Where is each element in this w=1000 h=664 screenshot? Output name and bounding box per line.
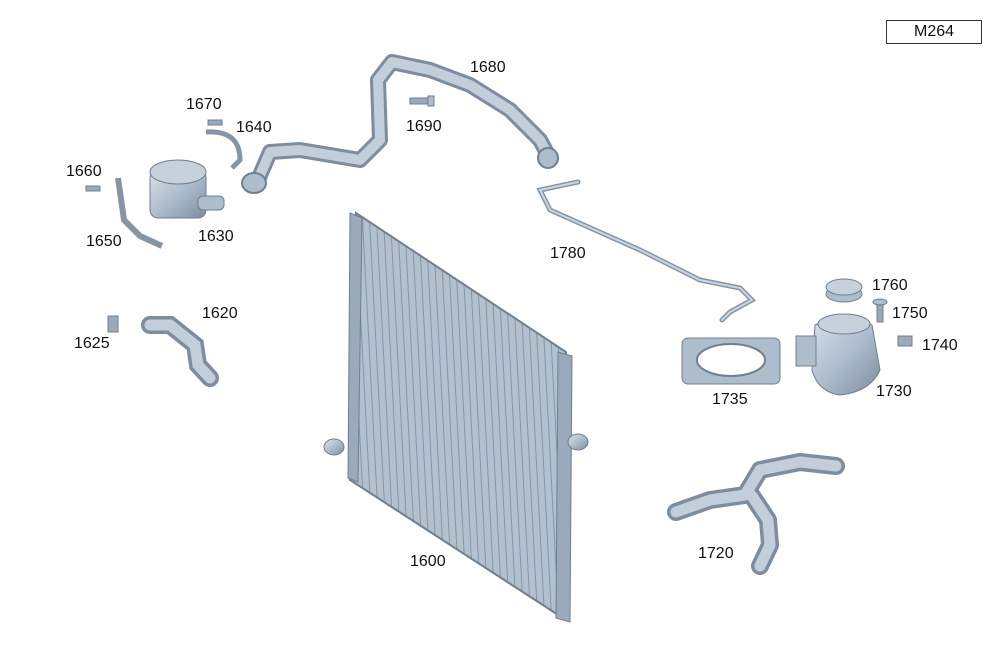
callout-1780: 1780 xyxy=(550,245,586,262)
model-code-badge: M264 xyxy=(886,20,982,44)
sensor-1625 xyxy=(107,315,119,333)
callout-1620: 1620 xyxy=(202,305,238,322)
hose-1720 xyxy=(667,453,845,575)
callout-labels: 1680 1690 1670 1640 1660 1650 1630 1620 … xyxy=(66,59,958,570)
bolt-1670 xyxy=(207,119,223,126)
callout-1600: 1600 xyxy=(410,553,446,570)
bolt-1660 xyxy=(85,185,101,192)
radiator-1600 xyxy=(323,211,589,623)
callout-1735: 1735 xyxy=(712,391,748,408)
bracket-1650 xyxy=(115,177,164,249)
callout-1750: 1750 xyxy=(892,305,928,322)
callout-1640: 1640 xyxy=(236,119,272,136)
callout-1630: 1630 xyxy=(198,228,234,245)
bolt-1750 xyxy=(872,298,888,323)
callout-1690: 1690 xyxy=(406,118,442,135)
hose-1680 xyxy=(241,54,559,194)
callout-1660: 1660 xyxy=(66,163,102,180)
callout-1680: 1680 xyxy=(470,59,506,76)
bolt-1690 xyxy=(409,95,435,107)
bracket-1735 xyxy=(681,337,781,385)
line-1780 xyxy=(536,179,757,323)
tank-1730 xyxy=(795,313,881,396)
callout-1625: 1625 xyxy=(74,335,110,352)
sensor-1740 xyxy=(897,335,913,347)
callout-1650: 1650 xyxy=(86,233,122,250)
pump-1630 xyxy=(149,159,225,219)
callout-1760: 1760 xyxy=(872,277,908,294)
clamp-1640 xyxy=(205,129,243,170)
callout-1730: 1730 xyxy=(876,383,912,400)
callout-1740: 1740 xyxy=(922,337,958,354)
callout-1670: 1670 xyxy=(186,96,222,113)
callout-1720: 1720 xyxy=(698,545,734,562)
hose-1620 xyxy=(141,316,219,387)
cap-1760 xyxy=(825,278,863,303)
